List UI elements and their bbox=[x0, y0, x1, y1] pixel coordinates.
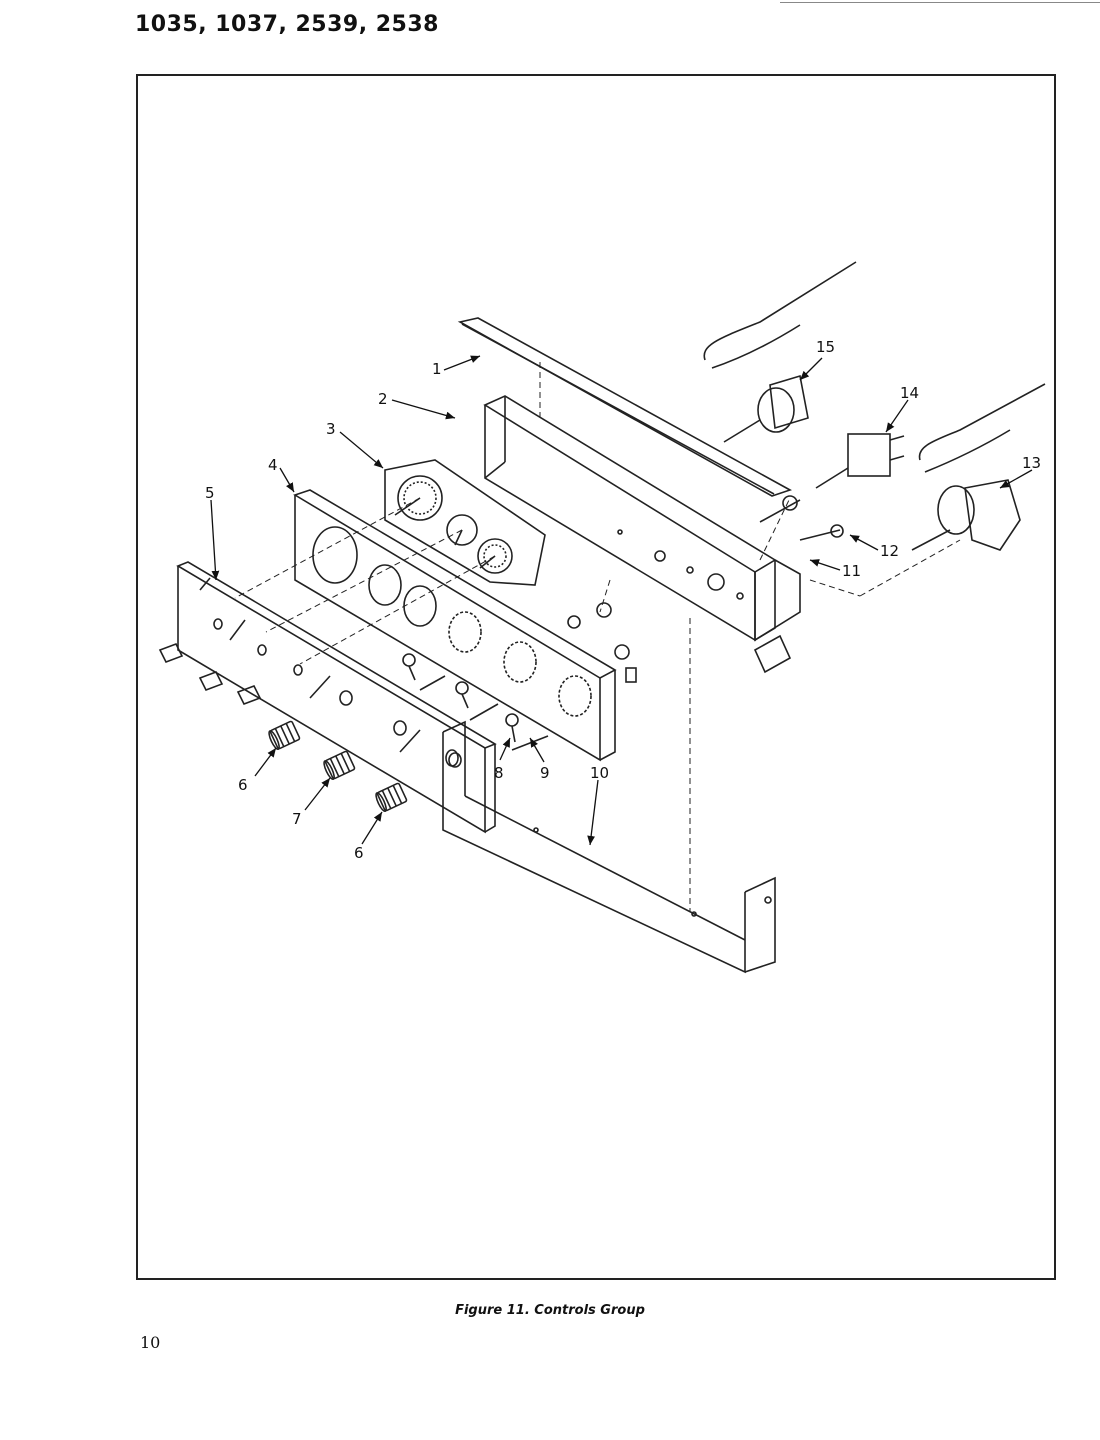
alignment-lines bbox=[234, 362, 961, 912]
callout-14: 14 bbox=[900, 384, 919, 402]
callout-3: 3 bbox=[326, 420, 336, 438]
figure-frame bbox=[136, 74, 1056, 1280]
top-trim-strip bbox=[457, 317, 792, 497]
clock-board bbox=[384, 459, 546, 586]
callout-6a: 6 bbox=[238, 776, 248, 794]
back-panel-channel bbox=[483, 395, 801, 674]
callout-4: 4 bbox=[268, 456, 278, 474]
nuts bbox=[567, 602, 637, 683]
top-rule bbox=[780, 2, 1100, 3]
callout-2: 2 bbox=[378, 390, 388, 408]
thermostat-15 bbox=[703, 261, 857, 443]
callout-5: 5 bbox=[205, 484, 215, 502]
probes bbox=[759, 495, 844, 541]
callout-12: 12 bbox=[880, 542, 899, 560]
callout-8: 8 bbox=[494, 764, 504, 782]
callout-11: 11 bbox=[842, 562, 861, 580]
switches bbox=[402, 653, 549, 751]
callout-7: 7 bbox=[292, 810, 302, 828]
bottom-bracket bbox=[442, 720, 776, 974]
control-panel bbox=[293, 489, 617, 762]
callout-1: 1 bbox=[432, 360, 442, 378]
callout-6b: 6 bbox=[354, 844, 364, 862]
page-number: 10 bbox=[140, 1333, 161, 1352]
large-knobs bbox=[268, 720, 408, 813]
callout-10: 10 bbox=[590, 764, 609, 782]
callout-9: 9 bbox=[540, 764, 550, 782]
page-title: 1035, 1037, 2539, 2538 bbox=[135, 12, 439, 37]
figure-caption: Figure 11. Controls Group bbox=[455, 1303, 645, 1318]
small-knobs bbox=[158, 642, 262, 706]
glass-panel bbox=[176, 561, 497, 834]
callout-13: 13 bbox=[1022, 454, 1041, 472]
thermostat-14 bbox=[815, 433, 905, 489]
callout-15: 15 bbox=[816, 338, 835, 356]
